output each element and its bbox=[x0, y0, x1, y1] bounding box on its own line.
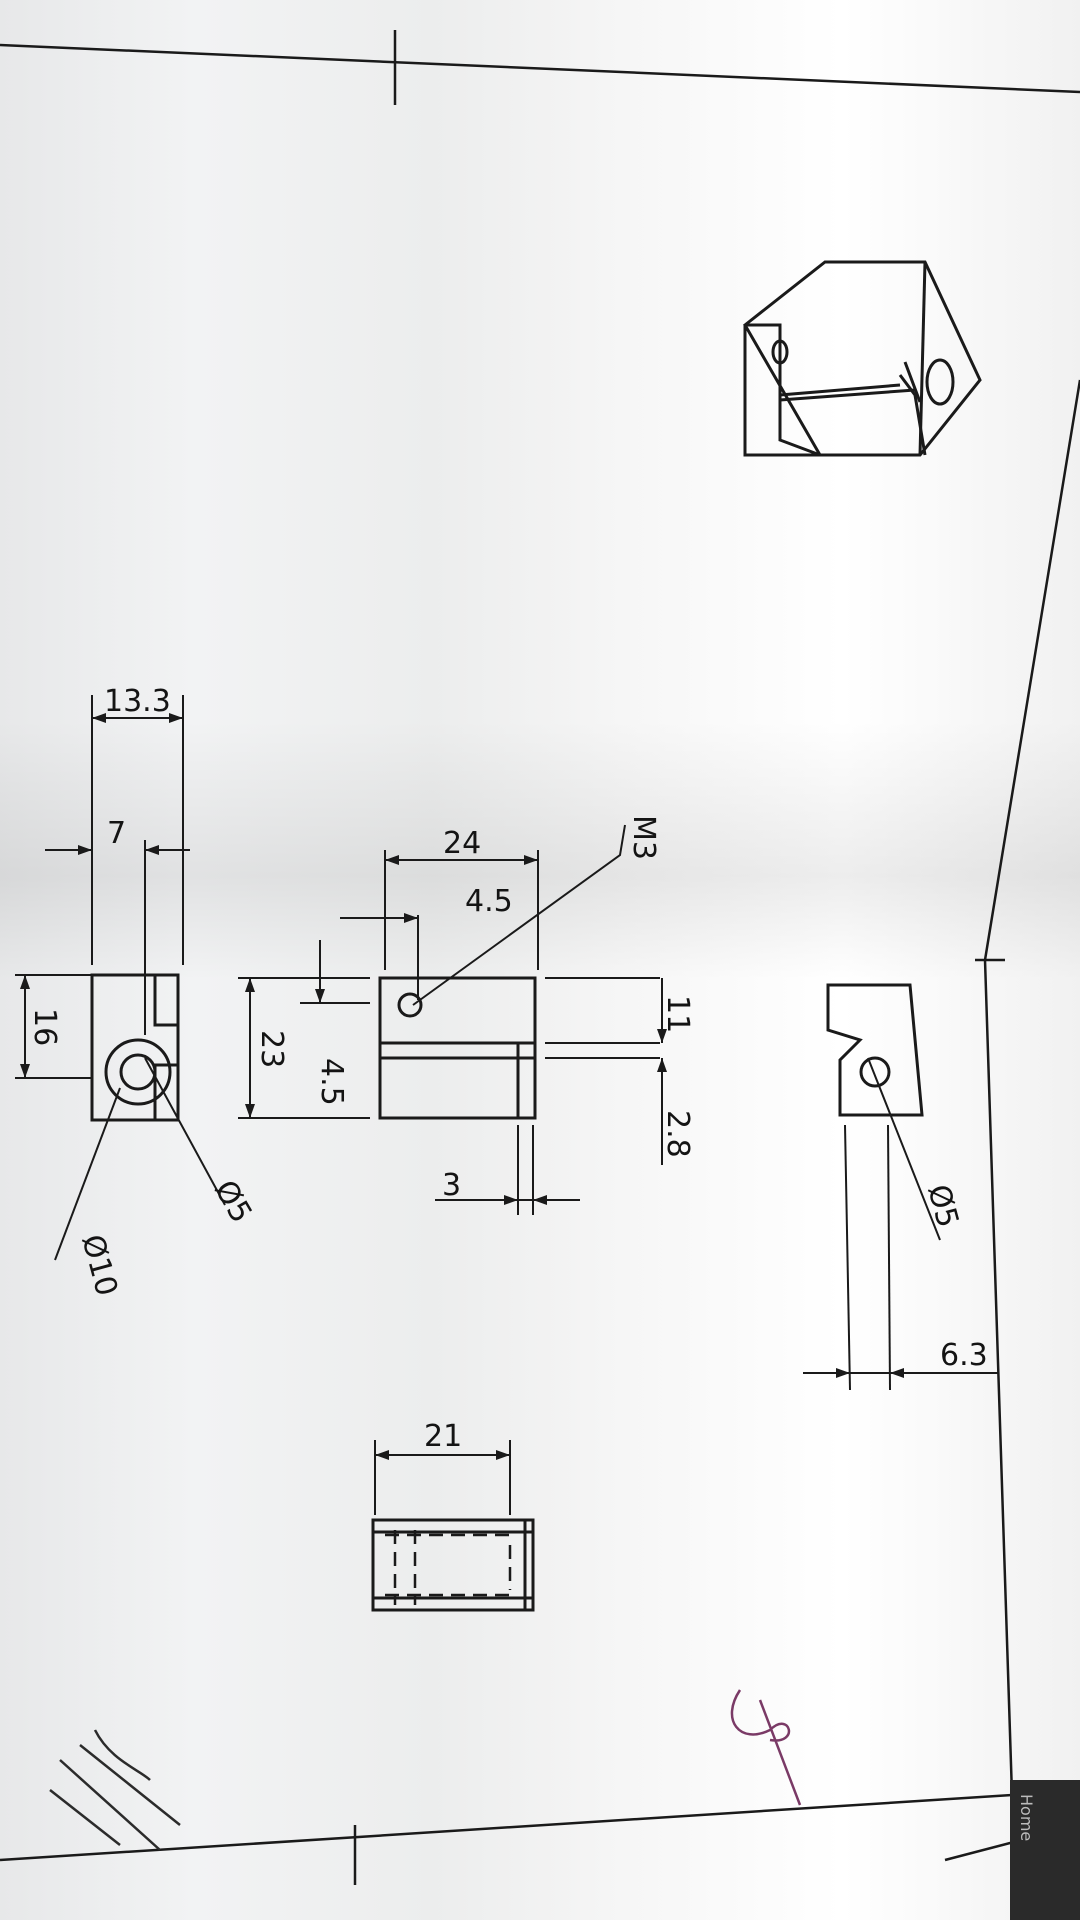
isometric-view bbox=[743, 260, 982, 457]
dim-right-offset: 6.3 bbox=[940, 1338, 988, 1373]
dim-front-width: 16 bbox=[27, 1008, 62, 1046]
front-view bbox=[90, 973, 180, 1122]
dim-side-hole-pos: 4.5 bbox=[314, 1058, 349, 1106]
bottom-view-hidden-lines bbox=[385, 1530, 512, 1605]
dim-bottom-length: 21 bbox=[424, 1419, 462, 1454]
dim-front-offset: 7 bbox=[107, 816, 126, 851]
dim-slot-pos: 11 bbox=[660, 995, 695, 1033]
frame-right-line bbox=[983, 379, 1080, 1796]
dim-side-height: 23 bbox=[254, 1030, 289, 1068]
dim-slot-width: 2.8 bbox=[660, 1110, 695, 1158]
dimension-labels: 13.3 7 16 Ø5 Ø10 24 4.5 23 4.5 M3 11 2.8… bbox=[27, 684, 988, 1454]
dim-bore-inner: Ø5 bbox=[207, 1175, 259, 1229]
dim-slot-depth: 3 bbox=[442, 1168, 461, 1203]
side-view bbox=[378, 976, 537, 1120]
dim-bore-outer: Ø10 bbox=[74, 1231, 124, 1300]
right-view bbox=[826, 983, 924, 1117]
bottom-view bbox=[371, 1518, 535, 1612]
corner-label: Home bbox=[1017, 1794, 1036, 1842]
bottom-view-dimension-lines bbox=[374, 1440, 511, 1515]
dim-thread: M3 bbox=[626, 815, 661, 860]
dim-side-hole-offset: 4.5 bbox=[465, 884, 513, 919]
dim-front-height: 13.3 bbox=[104, 684, 171, 719]
dim-right-bore: Ø5 bbox=[920, 1181, 965, 1231]
side-view-dimension-lines bbox=[238, 824, 663, 1215]
dim-side-length: 24 bbox=[443, 826, 481, 861]
handwritten-mark-bottom-left bbox=[49, 1729, 181, 1851]
frame-top-line bbox=[0, 43, 1080, 94]
right-view-dimension-lines bbox=[803, 1057, 998, 1391]
device-corner: Home bbox=[1010, 1780, 1080, 1920]
front-view-dimension-lines bbox=[15, 695, 226, 1261]
pen-mark-bottom-right bbox=[730, 1689, 802, 1806]
pen-scribbles bbox=[49, 1689, 802, 1851]
frame-bottom-line bbox=[0, 1793, 1013, 1862]
arrowheads bbox=[20, 713, 904, 1460]
